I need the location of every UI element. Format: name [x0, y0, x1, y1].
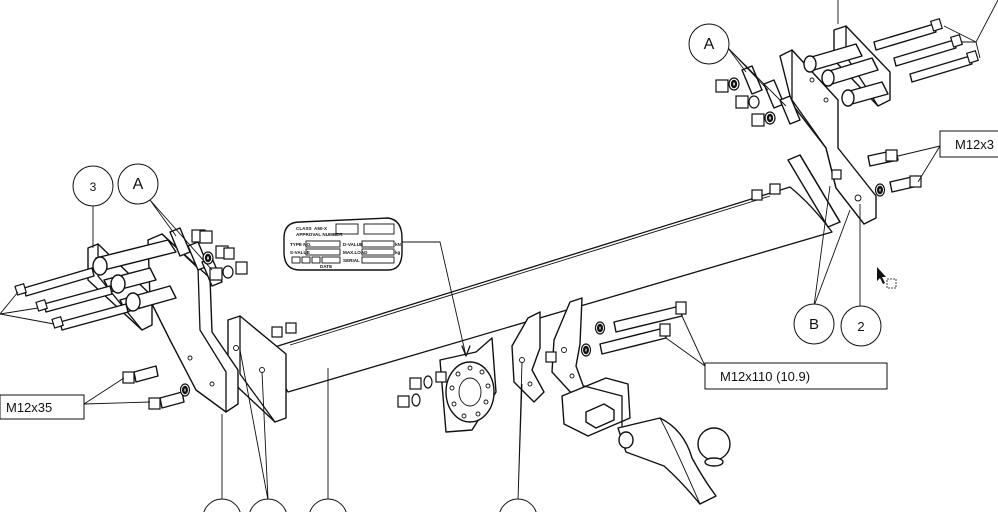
leader-lines	[83, 47, 941, 501]
callout-a-left-label: A	[133, 176, 144, 193]
label-m12x3-cut: M12x3	[939, 130, 998, 158]
center-ball-brackets	[511, 297, 585, 403]
left-side-bracket	[147, 233, 239, 413]
plate-class-value: A50-X	[314, 226, 328, 231]
plate-s-value: S-VALUE	[290, 250, 310, 255]
main-cross-tube	[264, 186, 833, 393]
tow-ball-coupling	[561, 377, 731, 505]
callout-a-right-label: A	[704, 36, 715, 53]
callout-a-left: A	[117, 163, 159, 205]
callout-2: 2	[840, 305, 882, 347]
callout-3-label: 3	[90, 180, 97, 194]
plate-date: DATE	[320, 264, 332, 269]
left-nuts-washers	[191, 229, 248, 281]
long-bolts-m12x110	[545, 301, 687, 363]
right-side-bracket	[779, 49, 877, 225]
callout-b: B	[793, 303, 835, 345]
plate-serial: SERIAL	[343, 258, 360, 263]
plate-d-value-unit: kN	[395, 242, 402, 247]
callout-b-label: B	[809, 316, 819, 333]
bottom-callout-circles	[203, 498, 537, 512]
label-m12x3-text: M12x3	[955, 137, 994, 152]
left-long-bolts	[0, 267, 129, 331]
label-m12x110: M12x110 (10.9)	[704, 362, 888, 390]
plate-max-load-unit: kg	[395, 250, 401, 255]
tube-left-fasteners	[271, 322, 297, 338]
right-nuts-washers	[715, 77, 776, 127]
right-short-bolts	[751, 149, 922, 201]
lower-left-short-bolts	[122, 365, 191, 410]
socket-plate	[397, 337, 497, 433]
approval-plate: CLASS A50-X APPROVAL NUMBER TYPE NO. D-V…	[283, 217, 403, 271]
label-m12x110-text: M12x110 (10.9)	[720, 369, 810, 384]
right-long-bolts	[873, 0, 998, 83]
callout-a-right: A	[688, 23, 730, 65]
label-m12x35-text: M12x35	[6, 400, 52, 415]
right-spacer-plate	[803, 0, 891, 107]
plate-max-load: MAX.LOAD	[343, 250, 368, 255]
plate-approval-number: APPROVAL NUMBER	[296, 232, 343, 237]
plate-class: CLASS	[296, 226, 312, 231]
plate-d-value: D-VALUE	[343, 242, 363, 247]
mouse-cursor-icon	[877, 267, 897, 289]
callout-3: 3	[72, 165, 114, 207]
plate-type-no: TYPE NO.	[290, 242, 311, 247]
callout-2-label: 2	[857, 319, 864, 334]
label-m12x35: M12x35	[0, 394, 85, 420]
